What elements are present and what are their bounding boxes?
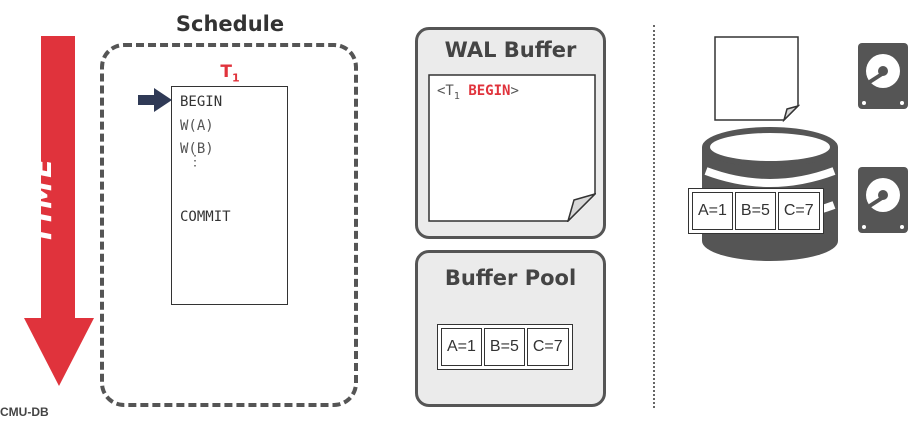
current-op-arrow-icon [138,88,172,112]
wal-page-icon [428,74,596,222]
buffer-pool-cell-c: C=7 [526,328,569,366]
wal-entry-suffix: > [510,83,519,99]
op-commit: COMMIT [180,209,231,225]
schedule-title: Schedule [175,12,285,36]
buffer-pool-title: Buffer Pool [444,266,577,290]
hard-drive-icon [858,43,908,109]
disk-cell-a: A=1 [692,192,733,230]
op-ellipsis: ⋮ [188,153,202,169]
wal-buffer-title: WAL Buffer [444,38,577,62]
disk-log-page-icon [714,36,800,122]
op-write-a: W(A) [180,118,214,134]
disk-cell-b: B=5 [734,192,776,230]
wal-entry-sub: 1 [453,90,460,102]
time-label: TIME [25,155,58,245]
wal-entry-keyword: BEGIN [468,83,511,99]
disk-page: A=1 B=5 C=7 [688,188,824,234]
memory-disk-divider [653,25,655,408]
wal-log-entry: <T1 BEGIN> [437,83,519,102]
op-write-b: W(B) [180,141,214,157]
buffer-pool-cell-b: B=5 [483,328,525,366]
cmu-db-logo: CMU-DB [0,405,49,419]
disk-cell-c: C=7 [777,192,820,230]
op-begin: BEGIN [180,94,223,110]
wal-entry-prefix: <T [437,83,454,99]
transaction-label: T1 [210,62,250,84]
transaction-box [171,86,288,305]
hard-drive-icon [858,167,908,233]
transaction-label-sub: 1 [231,71,240,85]
transaction-label-text: T [220,62,232,82]
buffer-pool-page: A=1 B=5 C=7 [437,324,573,370]
buffer-pool-cell-a: A=1 [441,328,482,366]
schedule-box [100,43,358,407]
time-arrow [24,36,94,386]
